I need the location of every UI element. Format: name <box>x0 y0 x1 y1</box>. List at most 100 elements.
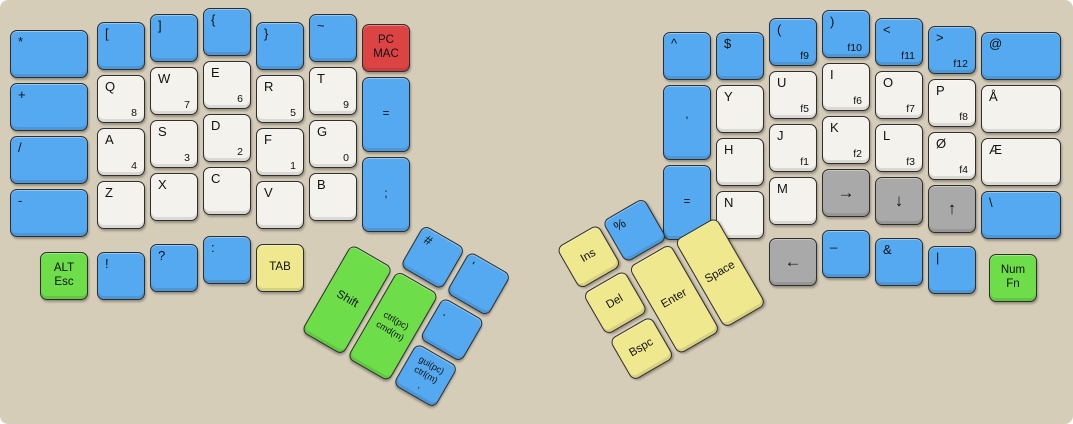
key-sub-label: 7 <box>184 99 190 111</box>
key-left-paren[interactable]: (f9 <box>769 18 817 66</box>
key-label: Shift <box>334 287 361 310</box>
key-arrow-down[interactable]: ↓ <box>875 177 923 225</box>
key-label-lines: → <box>823 170 869 216</box>
key-at[interactable]: @ <box>981 32 1061 80</box>
key-m[interactable]: M <box>769 177 817 225</box>
key-left-bracket[interactable]: [ <box>97 22 145 70</box>
key-sub-label: f11 <box>901 50 915 62</box>
key-sub-label: f10 <box>847 42 862 54</box>
key-label: / <box>18 140 22 155</box>
key-arrow-right[interactable]: → <box>822 169 870 217</box>
key-label-lines: ← <box>770 239 816 285</box>
key-h[interactable]: H <box>716 138 764 186</box>
key-asterisk[interactable]: * <box>10 30 88 78</box>
key-label: Æ <box>989 142 1002 157</box>
key-exclamation[interactable]: ! <box>97 252 145 300</box>
key-label: : <box>211 240 215 255</box>
key-right-brace[interactable]: } <box>256 22 304 70</box>
key-right-paren[interactable]: )f10 <box>822 10 870 58</box>
key-semicolon[interactable]: ; <box>362 157 410 232</box>
key-sub-label: f7 <box>906 103 915 115</box>
key-right-bracket[interactable]: ] <box>150 14 198 62</box>
key-y[interactable]: Y <box>716 85 764 133</box>
key-label: Y <box>724 89 733 104</box>
key-left-brace[interactable]: { <box>203 8 251 56</box>
key-label: ← <box>784 251 802 271</box>
key-pipe[interactable]: | <box>928 246 976 294</box>
key-label: ↑ <box>947 198 957 218</box>
key-c[interactable]: C <box>203 167 251 215</box>
key-label: ' <box>467 258 477 273</box>
key-ae[interactable]: Æ <box>981 138 1061 186</box>
key-plus[interactable]: + <box>10 83 88 131</box>
key-sub-label: f1 <box>800 156 809 168</box>
key-label: M <box>777 181 788 196</box>
key-tilde[interactable]: ~ <box>309 14 357 62</box>
key-sub-label: 3 <box>184 152 190 164</box>
key-label: PC <box>378 34 394 47</box>
key-label: ( <box>777 22 782 37</box>
key-label: V <box>264 185 273 200</box>
key-ampersand[interactable]: & <box>875 238 923 286</box>
key-label: = <box>382 107 390 120</box>
key-dollar[interactable]: $ <box>716 32 764 80</box>
key-sub-label: 8 <box>131 107 137 119</box>
key-colon[interactable]: : <box>203 236 251 284</box>
key-label: { <box>211 12 216 27</box>
key-caret[interactable]: ^ <box>663 32 711 80</box>
key-backslash[interactable]: \ <box>981 191 1061 239</box>
key-label: ] <box>158 18 162 33</box>
key-label: + <box>18 87 26 102</box>
key-arrow-left[interactable]: ← <box>769 238 817 286</box>
key-label: # <box>421 231 436 249</box>
key-apostrophe-right[interactable]: ' <box>663 85 711 160</box>
key-less-than[interactable]: <f11 <box>875 18 923 66</box>
key-label: D <box>211 118 221 133</box>
key-v[interactable]: V <box>256 181 304 229</box>
key-label: P <box>936 83 945 98</box>
key-z[interactable]: Z <box>97 181 145 229</box>
key-x[interactable]: X <box>150 173 198 221</box>
key-slash[interactable]: / <box>10 136 88 184</box>
key-question[interactable]: ? <box>150 244 198 292</box>
key-label: % <box>610 215 629 234</box>
key-minus[interactable]: - <box>10 189 88 237</box>
key-label-lines: ; <box>363 158 409 231</box>
key-label: ^ <box>671 36 678 51</box>
key-label-lines: = <box>664 166 710 239</box>
key-label: = <box>683 195 691 208</box>
key-a-ring[interactable]: Å <box>981 85 1061 133</box>
key-label: ALT <box>53 262 75 275</box>
key-underscore[interactable]: _ <box>822 230 870 278</box>
key-equals-left[interactable]: = <box>362 77 410 152</box>
key-tab[interactable]: TAB <box>256 244 304 292</box>
key-label: * <box>18 34 24 49</box>
key-greater-than[interactable]: >f12 <box>928 26 976 74</box>
key-label-lines: ↑ <box>929 186 975 232</box>
key-label: | <box>936 250 940 265</box>
key-b[interactable]: B <box>309 173 357 221</box>
key-arrow-up[interactable]: ↑ <box>928 185 976 233</box>
